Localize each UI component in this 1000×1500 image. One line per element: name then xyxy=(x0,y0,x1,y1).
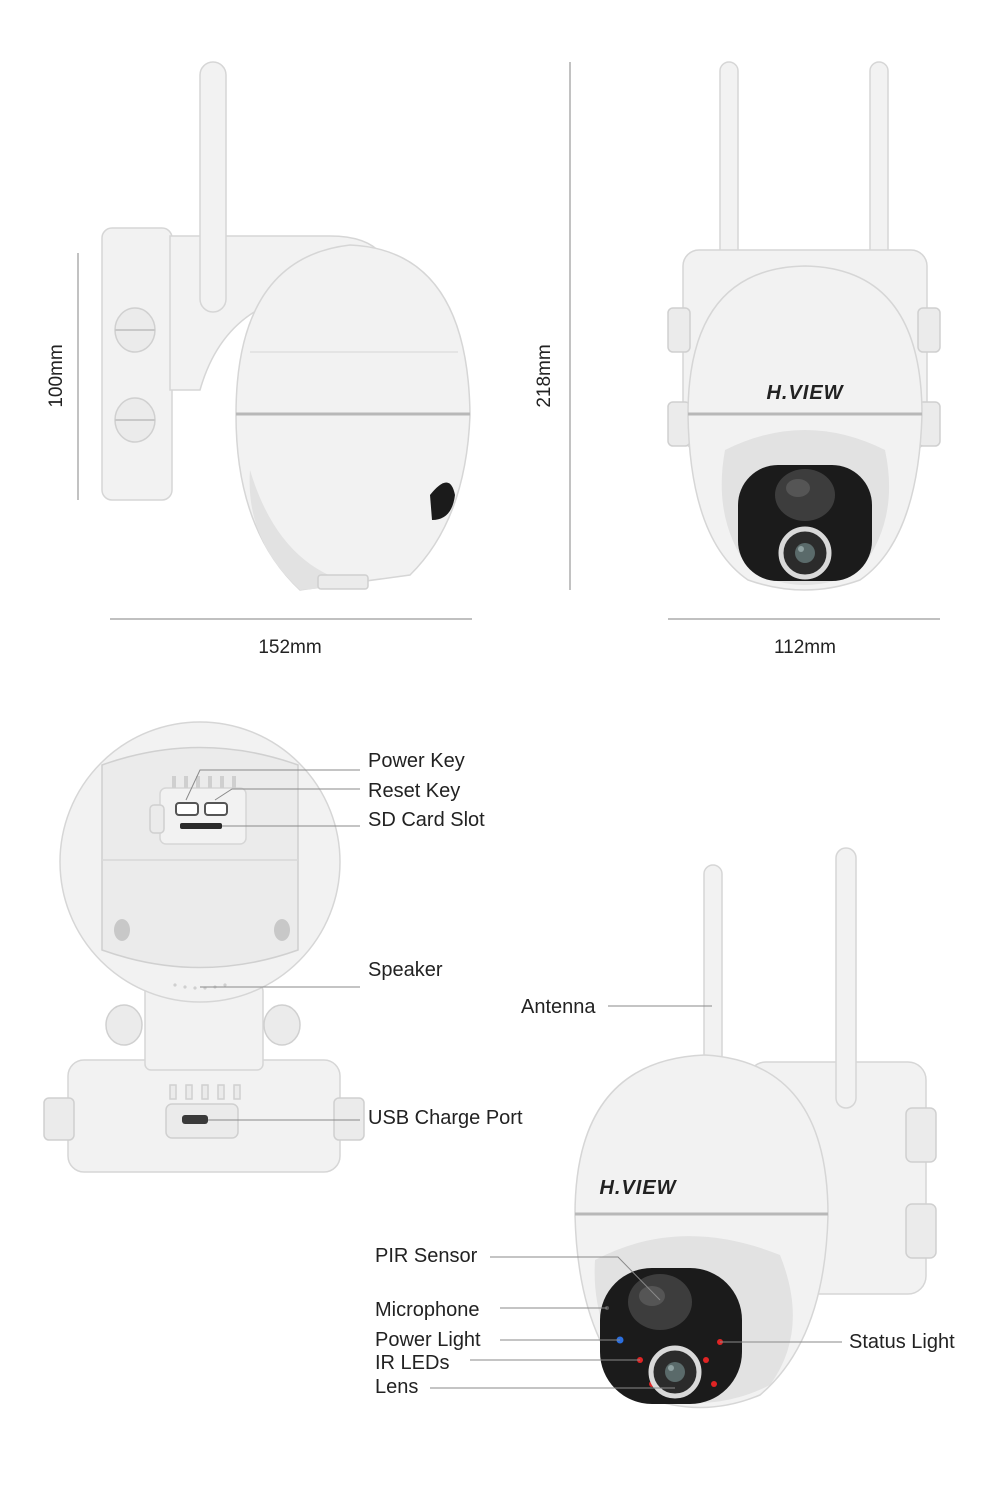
front-logo: H.VIEW xyxy=(766,382,844,404)
pir-sensor-label: PIR Sensor xyxy=(375,1245,478,1267)
reset-key-label: Reset Key xyxy=(368,780,460,802)
lens-label: Lens xyxy=(375,1376,418,1398)
back-cover xyxy=(101,746,299,969)
ir-led-2 xyxy=(703,1357,709,1363)
wall-mount-plate xyxy=(101,227,173,501)
power-key-label: Power Key xyxy=(368,750,465,772)
sd-card-slot-label: SD Card Slot xyxy=(368,809,485,831)
power-key-leader xyxy=(185,769,360,801)
front-view: H.VIEW xyxy=(667,61,941,591)
back-view xyxy=(43,721,365,1173)
power-key xyxy=(175,802,199,816)
ir-leds-label: IR LEDs xyxy=(375,1352,449,1374)
reset-key xyxy=(204,802,228,816)
antenna-side xyxy=(199,61,227,313)
front-sensor-panel xyxy=(738,465,872,581)
usb-charge-port-label: USB Charge Port xyxy=(368,1107,523,1129)
pir-sensor-leader xyxy=(490,1256,661,1301)
antenna-label: Antenna xyxy=(521,996,596,1018)
front-height-label: 218mm xyxy=(534,344,555,407)
usb-charge-port xyxy=(182,1115,208,1124)
power-light-label: Power Light xyxy=(375,1329,481,1351)
side-view: 100mm xyxy=(46,61,471,591)
reset-key-leader xyxy=(214,788,360,801)
side-height-label: 100mm xyxy=(46,344,67,407)
ir-led-4 xyxy=(711,1381,717,1387)
front-width-label: 112mm xyxy=(774,637,836,658)
angled-view: H.VIEW xyxy=(574,847,937,1409)
status-light-label: Status Light xyxy=(849,1331,955,1353)
side-width-label: 152mm xyxy=(258,637,321,658)
angled-logo: H.VIEW xyxy=(599,1177,677,1199)
microphone-label: Microphone xyxy=(375,1299,480,1321)
speaker-label: Speaker xyxy=(368,959,443,981)
antenna-front xyxy=(703,864,723,1066)
key-panel xyxy=(159,787,247,845)
side-lens-bump xyxy=(430,482,455,520)
antenna-rear xyxy=(835,847,857,1109)
sd-card-slot xyxy=(180,823,222,829)
